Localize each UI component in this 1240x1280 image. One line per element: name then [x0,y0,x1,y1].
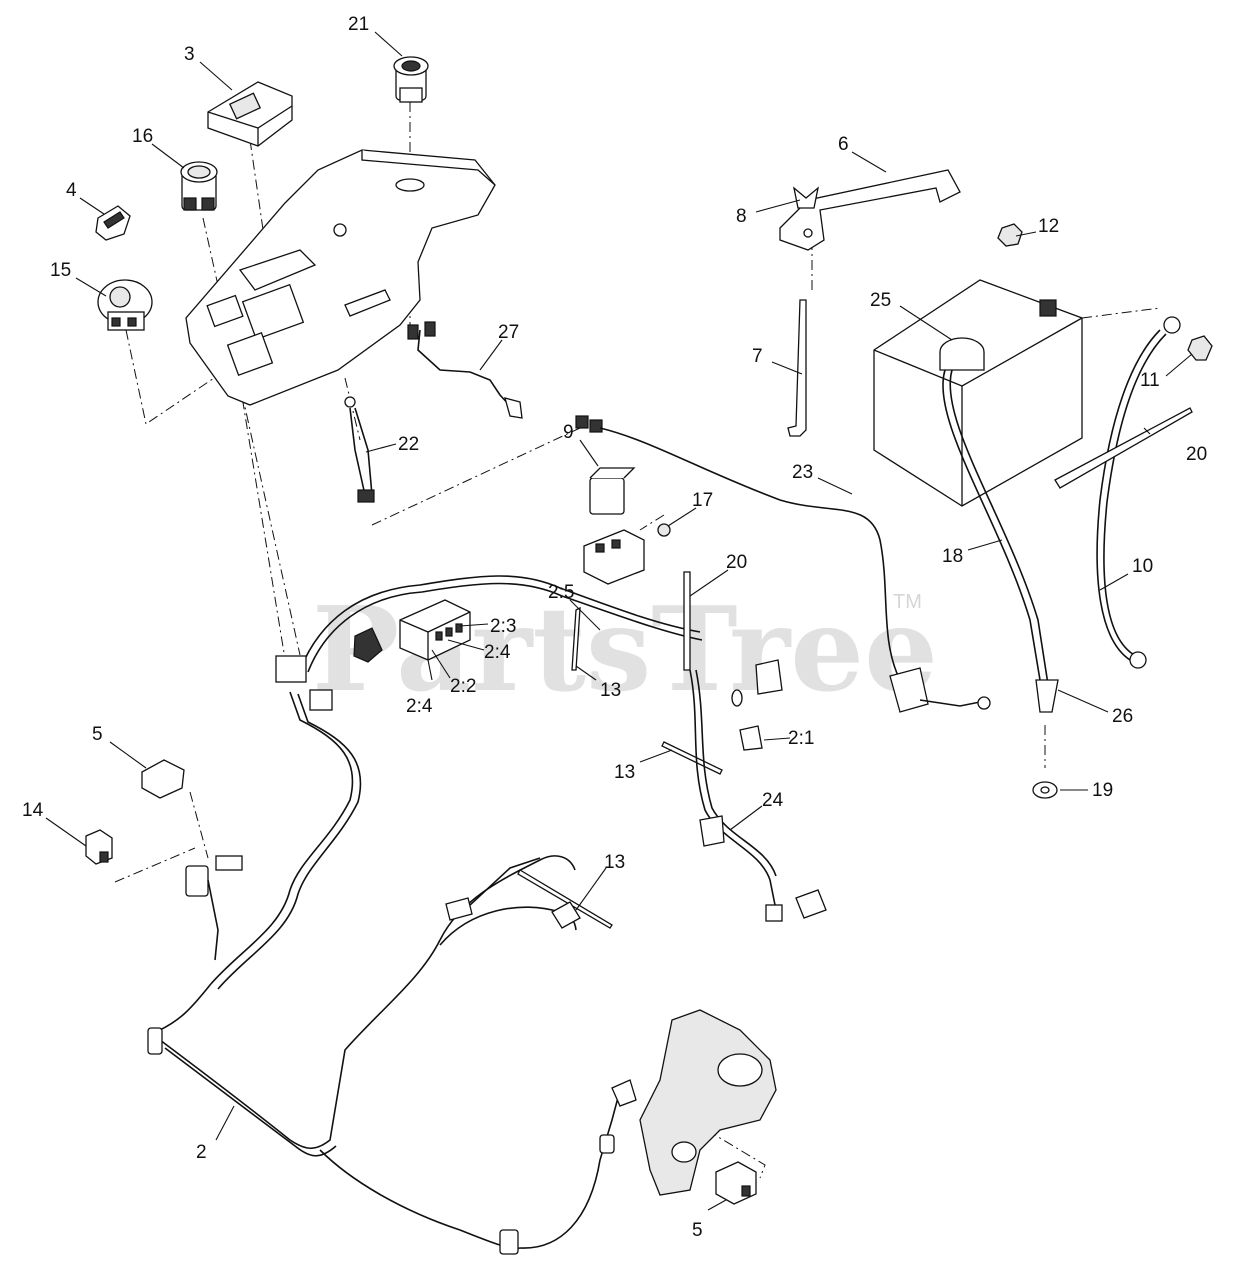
part-plunger-switch [85,829,113,865]
part-switch [180,161,218,211]
part-pedal-bracket [639,1009,777,1196]
part-bolt [1187,335,1213,361]
part-relay [589,467,636,515]
callout-13-upper: 13 [600,680,621,701]
callout-2-5: 2:5 [548,582,574,603]
callout-12: 12 [1038,216,1059,237]
callout-19: 19 [1092,780,1113,801]
callout-5-upper: 5 [92,724,103,745]
part-switch-lower [715,1161,757,1205]
callout-2-2: 2:2 [450,676,476,697]
callout-8: 8 [736,206,747,227]
callout-27: 27 [498,322,519,343]
part-switch-upper [141,759,185,799]
callout-labels: 21 3 16 4 15 6 8 12 25 7 11 27 22 9 23 2… [22,14,1207,1241]
callout-9: 9 [563,422,574,443]
callout-22: 22 [398,434,419,455]
part-cable-boot [1035,679,1059,713]
part-12v-outlet [393,56,429,103]
part-relay-socket [583,529,645,585]
callout-2-1: 2:1 [788,728,814,749]
callout-16: 16 [132,126,153,147]
part-cable-ties [517,606,723,929]
part-screw [657,523,671,537]
callout-24: 24 [762,790,784,811]
part-left-connectors [185,855,243,961]
part-cable-tie-middle [683,571,691,671]
part-cable-tie-right [1054,407,1193,489]
part-harness-branch [689,669,827,922]
part-washer [1032,781,1058,799]
callout-3: 3 [184,44,195,65]
part-mid-connectors [445,857,581,929]
watermark-tm: TM [893,591,922,613]
callout-10: 10 [1132,556,1153,577]
callout-17: 17 [692,490,713,511]
callout-13-middle: 13 [614,762,635,783]
part-battery [873,279,1083,507]
callout-7: 7 [752,346,763,367]
callout-5-lower: 5 [692,1220,703,1241]
callout-2-3: 2:3 [490,616,516,637]
dash-panel [185,149,496,406]
callout-2-4-upper: 2:4 [484,642,511,663]
part-wire-lead-27 [407,321,523,419]
part-ground-cable-10 [1096,316,1181,669]
part-wire-lead-22 [344,396,375,503]
callout-11: 11 [1140,370,1160,391]
part-nut [997,223,1023,247]
part-terminal-boot [939,337,985,371]
callout-15: 15 [50,260,71,281]
leader-lines [45,31,1193,1211]
callout-20-middle: 20 [726,552,747,573]
callout-18: 18 [942,546,963,567]
callout-4: 4 [66,180,77,201]
part-j-bolt [787,299,807,437]
callout-21: 21 [348,14,369,35]
part-battery-bracket [779,169,961,251]
callout-6: 6 [838,134,849,155]
callout-26: 26 [1112,706,1133,727]
callout-2-4-lower: 2:4 [406,696,433,717]
part-ignition-key [95,205,131,241]
callout-23: 23 [792,462,813,483]
part-battery-cable-18 [942,369,1053,711]
part-harness-connectors [275,627,783,751]
part-wing-nut [793,186,819,209]
part-harness-23 [575,415,991,713]
part-ignition-switch [97,279,153,331]
callout-14: 14 [22,800,44,821]
callout-25: 25 [870,290,891,311]
callout-13-lower: 13 [604,852,625,873]
part-fuse-block [399,599,471,661]
callout-2: 2 [196,1142,207,1163]
part-display-module [207,81,293,147]
callout-20-right: 20 [1186,444,1207,465]
